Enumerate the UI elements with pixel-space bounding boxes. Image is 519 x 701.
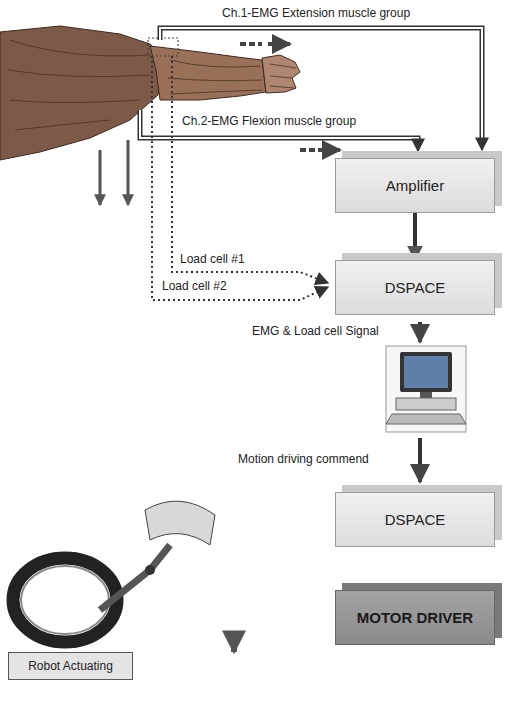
- load-cell-wire: [152, 56, 328, 300]
- command-arrow: [418, 438, 422, 482]
- computer-icon: [386, 346, 466, 432]
- signal-label: Ch.2-EMG Flexion muscle group: [180, 114, 358, 129]
- box-text: Amplifier: [386, 177, 444, 194]
- signal-label: Ch.1-EMG Extension muscle group: [220, 6, 412, 21]
- signal-label: Motion driving commend: [236, 452, 371, 467]
- ch2-wire: [140, 110, 418, 151]
- box-text: MOTOR DRIVER: [357, 609, 473, 626]
- signal-label: EMG & Load cell Signal: [250, 324, 381, 339]
- force-arrow: [99, 150, 102, 205]
- dspace-box: DSPACE: [335, 492, 495, 547]
- signal-label: Load cell #2: [160, 279, 229, 294]
- amplifier-box: Amplifier: [335, 158, 495, 213]
- robot-label-box: Robot Actuating: [8, 652, 133, 680]
- signal-label: Load cell #1: [178, 252, 247, 267]
- signal-arrow: [418, 322, 422, 342]
- box-text: DSPACE: [385, 279, 446, 296]
- dspace-box: DSPACE: [335, 260, 495, 315]
- force-arrow: [127, 140, 130, 205]
- load-cell-sensor: [148, 38, 178, 56]
- flow-arrow: [413, 213, 417, 260]
- robot-illustration: [13, 501, 215, 642]
- motor-driver-box: MOTOR DRIVER: [335, 590, 495, 645]
- box-text: DSPACE: [385, 511, 446, 528]
- box-text: Robot Actuating: [28, 659, 113, 673]
- flow-arrow: [231, 645, 237, 652]
- ch1-wire: [160, 28, 482, 150]
